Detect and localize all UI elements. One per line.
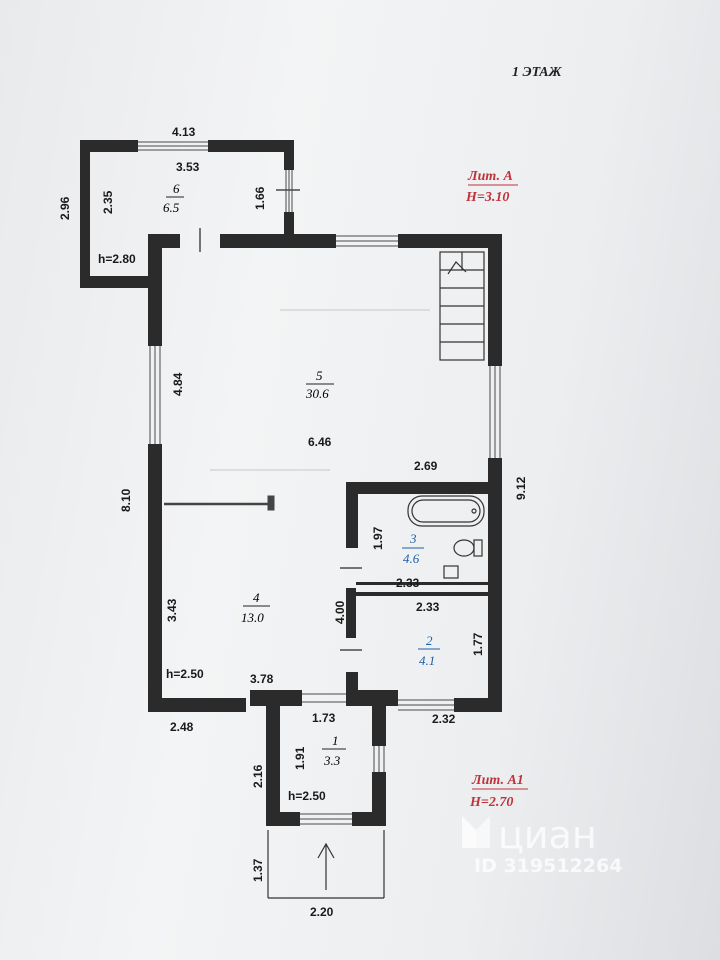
wall xyxy=(346,482,488,494)
room-2-label: 2 4.1 xyxy=(418,633,440,668)
sink xyxy=(443,565,459,579)
interior-partition xyxy=(164,495,275,511)
room-number: 4 xyxy=(253,590,260,605)
dim-label: 1.73 xyxy=(312,711,336,725)
wall xyxy=(266,700,280,826)
windows xyxy=(138,141,501,825)
cian-watermark: циан ID 319512264 xyxy=(462,813,622,877)
room-area: 3.3 xyxy=(323,753,341,768)
room-area: 4.1 xyxy=(419,653,435,668)
walls xyxy=(80,140,502,826)
room-4-label: 4 13.0 xyxy=(241,590,270,625)
wall xyxy=(488,458,502,712)
wall xyxy=(266,812,300,826)
wall xyxy=(346,672,358,706)
dim-label: 2.16 xyxy=(251,764,265,788)
dim-label: 1.91 xyxy=(293,746,307,770)
room-area: 13.0 xyxy=(241,610,264,625)
room-number: 6 xyxy=(173,181,180,196)
room-number: 2 xyxy=(426,633,433,648)
room-number: 5 xyxy=(316,368,323,383)
cian-logo-icon xyxy=(462,816,490,848)
dim-label: 8.10 xyxy=(119,488,133,512)
lit-a1-title: Лит. А1 xyxy=(471,773,524,788)
dim-label: h=2.50 xyxy=(288,789,326,803)
dim-label: 2.20 xyxy=(310,905,334,919)
dim-label: 2.96 xyxy=(58,196,72,220)
room-area: 4.6 xyxy=(403,551,420,566)
lit-a-label: Лит. А Н=3.10 xyxy=(465,169,518,205)
entrance-arrow xyxy=(267,830,385,899)
dim-label: 4.13 xyxy=(172,125,196,139)
room-5-label: 5 30.6 xyxy=(305,368,334,401)
wall xyxy=(148,698,246,712)
dim-label: 3.43 xyxy=(165,598,179,622)
room-number: 1 xyxy=(332,733,339,748)
room-area: 6.5 xyxy=(163,200,180,215)
dim-label: 2.32 xyxy=(432,712,456,726)
wall xyxy=(148,234,162,346)
room-area: 30.6 xyxy=(305,386,329,401)
room-3-label: 3 4.6 xyxy=(402,531,424,566)
room-6-label: 6 6.5 xyxy=(163,181,184,215)
wall xyxy=(454,698,502,712)
wall xyxy=(208,140,294,152)
staircase xyxy=(439,251,485,361)
dim-label: 4.84 xyxy=(171,372,185,396)
bathtub xyxy=(407,495,485,527)
lit-a1-label: Лит. А1 Н=2.70 xyxy=(469,773,528,810)
dim-label: 3.78 xyxy=(250,672,274,686)
wall xyxy=(488,234,502,366)
dim-label: 2.48 xyxy=(170,720,194,734)
wall xyxy=(80,276,155,288)
wall xyxy=(372,772,386,826)
wall xyxy=(220,234,336,248)
room-1-label: 1 3.3 xyxy=(322,733,346,768)
wall xyxy=(356,592,488,596)
dim-label: 6.46 xyxy=(308,435,332,449)
dim-label: 9.12 xyxy=(514,476,528,500)
dim-label: h=2.50 xyxy=(166,667,204,681)
dim-label: 2.33 xyxy=(416,600,440,614)
wall xyxy=(398,234,502,248)
dim-label: 1.66 xyxy=(253,186,267,210)
lit-a-height: Н=3.10 xyxy=(465,190,509,205)
wall xyxy=(372,700,386,746)
wall xyxy=(356,582,488,585)
floor-title: 1 ЭТАЖ xyxy=(512,65,563,80)
lit-a1-height: Н=2.70 xyxy=(469,795,513,810)
dim-label: 2.33 xyxy=(396,576,420,590)
wall xyxy=(80,140,90,288)
dim-label: h=2.80 xyxy=(98,252,136,266)
dim-label: 2.69 xyxy=(414,459,438,473)
toilet xyxy=(453,539,483,557)
dim-label: 1.37 xyxy=(251,858,265,882)
faint-lines xyxy=(210,309,430,471)
wall xyxy=(284,212,294,236)
wall xyxy=(284,140,294,170)
wall xyxy=(346,482,358,548)
dim-label: 1.77 xyxy=(471,632,485,656)
room-number: 3 xyxy=(409,531,417,546)
wall xyxy=(148,444,162,712)
dim-label: 4.00 xyxy=(333,600,347,624)
wall xyxy=(346,588,356,638)
lit-a-title: Лит. А xyxy=(467,169,513,184)
wall xyxy=(250,690,302,706)
wall xyxy=(80,140,138,152)
dim-label: 3.53 xyxy=(176,160,200,174)
dim-label: 1.97 xyxy=(371,526,385,550)
dim-label: 2.35 xyxy=(101,190,115,214)
watermark-brand: циан xyxy=(498,813,597,857)
watermark-id: ID 319512264 xyxy=(474,855,622,877)
